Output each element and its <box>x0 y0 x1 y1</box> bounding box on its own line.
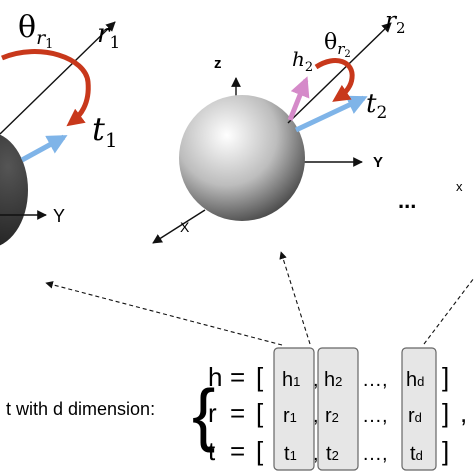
row-equals: = <box>230 362 245 392</box>
row-cell-1: t1 <box>284 443 297 465</box>
row-ellipsis: …, <box>362 369 388 391</box>
left-r1-label: r1 <box>97 19 120 53</box>
far-x-axis-label: x <box>456 179 463 194</box>
matrix-row-t: t = [ t1 , t2 …, td ] <box>208 436 449 466</box>
embedding-matrix: t with d dimension: { h = [ h1 , h2 …, h… <box>6 347 467 471</box>
right-t2-label: t2 <box>366 89 387 123</box>
row-cell-2: r2 <box>325 405 339 427</box>
row-cell-d: rd <box>408 405 422 427</box>
right-r2-axis <box>287 22 392 124</box>
row-name: r <box>208 398 217 428</box>
left-t1-label: t1 <box>92 110 118 152</box>
row-comma: , <box>313 443 319 465</box>
left-entity-diagram: θr1 r1 t1 Y <box>0 10 120 246</box>
right-r2-label: r2 <box>385 8 406 37</box>
row-cell-d: hd <box>406 369 424 391</box>
right-t2-vector <box>294 95 368 133</box>
connector-to-right-entity <box>279 251 311 345</box>
row-close-bracket: ] <box>442 436 449 466</box>
left-rotation-arrow <box>1 49 91 127</box>
row-cell-1: h1 <box>282 369 300 391</box>
left-t1-vector <box>20 134 68 163</box>
row-cell-2: h2 <box>324 369 342 391</box>
row-equals: = <box>230 436 245 466</box>
row-close-bracket: ] <box>442 398 449 428</box>
row-open-bracket: [ <box>256 436 264 466</box>
connector-to-left-entity <box>45 281 283 346</box>
connector-to-far-entity <box>423 277 474 345</box>
row-cell-d: td <box>410 443 423 465</box>
right-rotation-arrow <box>314 58 355 102</box>
row-comma: , <box>313 405 319 427</box>
right-x-axis-label: X <box>180 219 190 235</box>
matrix-brace: { <box>192 375 215 453</box>
right-entity-sphere <box>179 95 305 221</box>
column-box-2 <box>317 347 359 471</box>
column-box-1 <box>273 347 315 471</box>
row-comma: , <box>313 369 319 391</box>
left-y-axis-label: Y <box>53 206 65 226</box>
row-open-bracket: [ <box>256 398 264 428</box>
column-box-d <box>401 347 437 471</box>
row-name: h <box>208 362 222 392</box>
matrix-row-r: r = [ r1 , r2 …, rd ] , <box>208 398 467 428</box>
right-entity-diagram: z h2 θr2 r2 t2 Y X <box>152 8 406 244</box>
more-entities-ellipsis: ... <box>398 188 416 213</box>
row-name: t <box>208 436 216 466</box>
row-equals: = <box>230 398 245 428</box>
row-ellipsis: …, <box>362 443 388 465</box>
row-cell-1: r1 <box>283 405 297 427</box>
row-open-bracket: [ <box>256 362 264 392</box>
row-close-bracket: ] <box>442 362 449 392</box>
right-h2-vector <box>287 76 310 121</box>
left-r1-axis <box>0 21 116 135</box>
matrix-row-h: h = [ h1 , h2 …, hd ] <box>208 362 449 392</box>
right-z-axis-label: z <box>214 55 222 72</box>
dimension-caption: t with d dimension: <box>6 399 155 419</box>
dashed-connectors <box>45 251 474 346</box>
right-y-axis-label: Y <box>373 154 383 171</box>
row-cell-2: t2 <box>326 443 339 465</box>
right-theta-label: θr2 <box>324 30 351 60</box>
left-theta-label: θr1 <box>18 10 53 52</box>
row-ellipsis: …, <box>362 405 388 427</box>
left-dark-sphere <box>0 134 28 246</box>
right-h2-label: h2 <box>292 47 313 75</box>
right-x-axis <box>152 209 206 244</box>
row-trailing: , <box>460 398 467 428</box>
